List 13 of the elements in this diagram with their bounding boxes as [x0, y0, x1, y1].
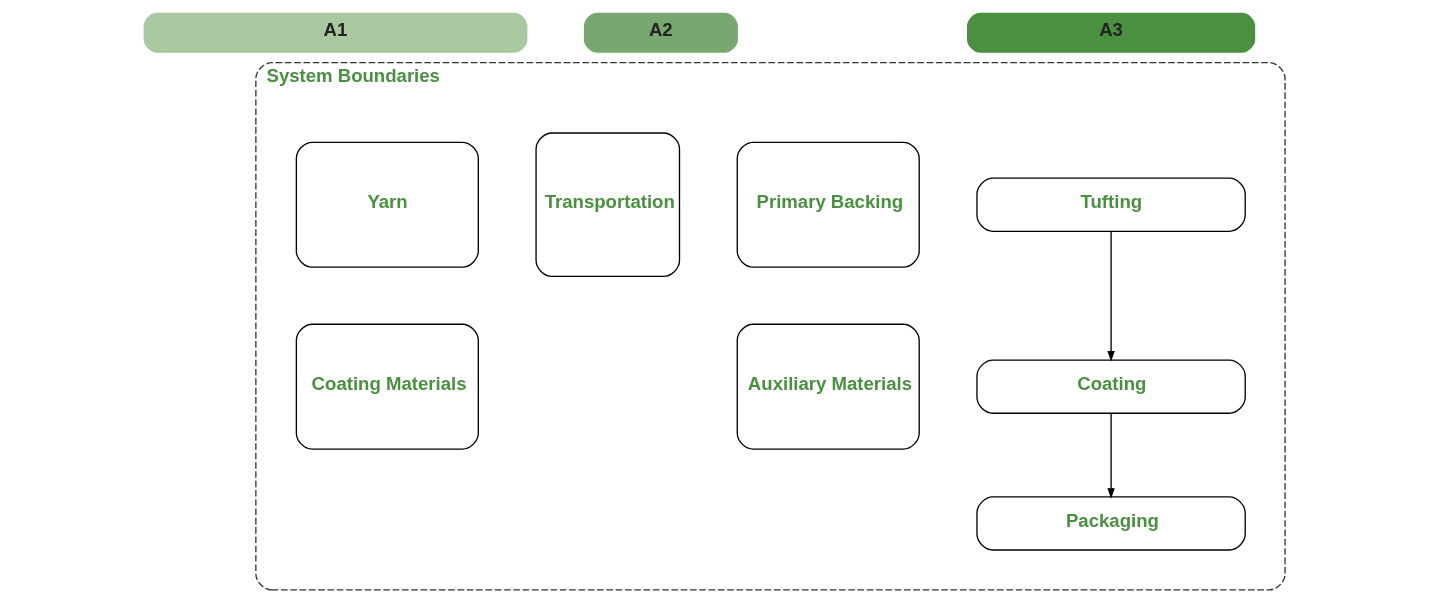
- arrow: [1106, 413, 1115, 499]
- node-box: Yarn: [295, 141, 479, 268]
- node-box: Coating Materials: [295, 323, 479, 450]
- node-box: Coating: [975, 359, 1246, 414]
- node-box: Auxiliary Materials: [736, 323, 920, 450]
- node-box: Tufting: [975, 177, 1246, 232]
- node-box: A2: [583, 12, 738, 53]
- node-box: Packaging: [975, 496, 1246, 551]
- node-box: Primary Backing: [736, 141, 920, 268]
- arrow: [1106, 230, 1115, 362]
- node-box: A3: [966, 12, 1255, 53]
- node-box: Transportation: [534, 132, 680, 278]
- node-box: A1: [143, 12, 527, 53]
